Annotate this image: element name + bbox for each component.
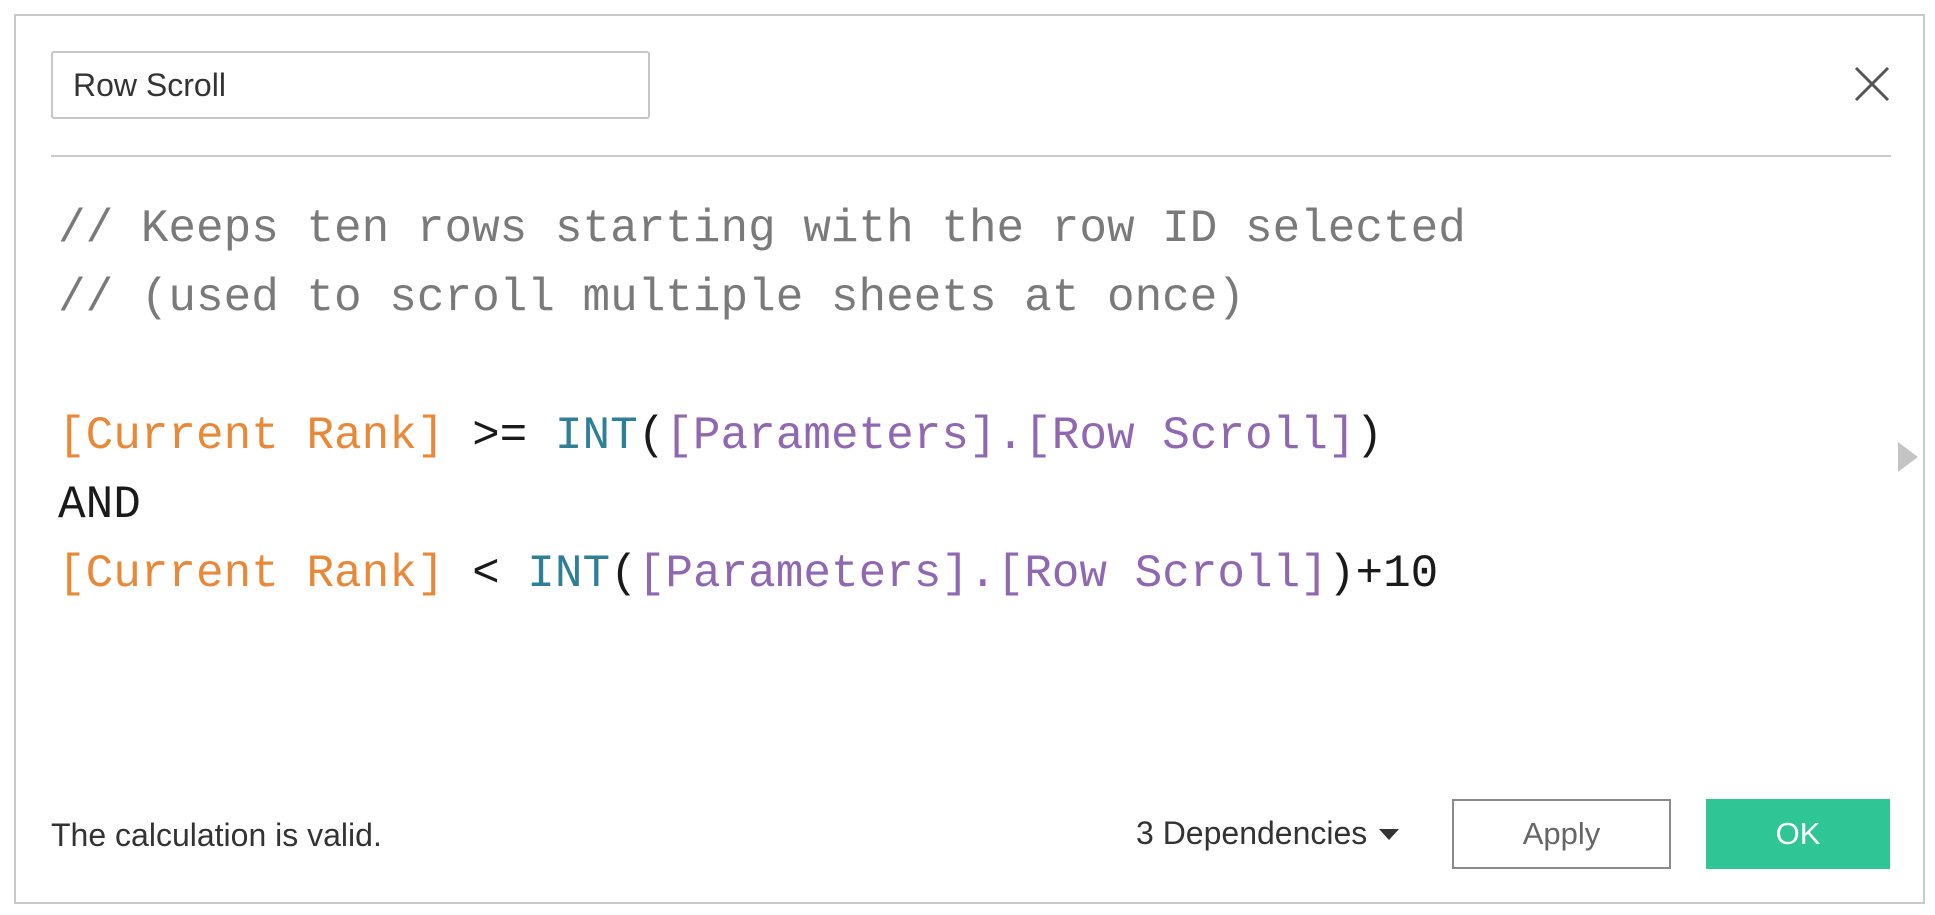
triangle-right-icon[interactable] — [1898, 442, 1918, 472]
code-token-comment: // Keeps ten rows starting with the row … — [58, 203, 1466, 255]
close-button[interactable] — [1850, 62, 1894, 106]
code-token-param: [Parameters].[Row Scroll] — [665, 410, 1356, 462]
code-token-param: [Parameters].[Row Scroll] — [637, 548, 1328, 600]
formula-editor[interactable]: // Keeps ten rows starting with the row … — [58, 195, 1838, 755]
code-token-plain: ( — [610, 548, 638, 600]
code-line: [Current Rank] >= INT([Parameters].[Row … — [58, 402, 1838, 471]
dependencies-dropdown[interactable]: 3 Dependencies — [1136, 813, 1400, 853]
code-token-field: [Current Rank] — [58, 410, 445, 462]
code-token-plain: ) — [1355, 410, 1384, 462]
code-line: [Current Rank] < INT([Parameters].[Row S… — [58, 540, 1838, 609]
code-line: AND — [58, 471, 1838, 540]
code-token-plain: AND — [58, 479, 141, 531]
code-line — [58, 333, 1838, 402]
code-token-func: INT — [527, 548, 611, 600]
caret-down-icon — [1379, 828, 1400, 840]
code-line: // (used to scroll multiple sheets at on… — [58, 264, 1838, 333]
code-token-plain: >= — [444, 410, 555, 462]
header-divider — [51, 155, 1891, 157]
calculation-dialog — [14, 14, 1925, 904]
calculation-name-input[interactable] — [51, 51, 650, 119]
dependencies-label: 3 Dependencies — [1136, 815, 1368, 851]
code-token-func: INT — [554, 410, 638, 462]
code-token-plain: < — [444, 548, 528, 600]
validation-status: The calculation is valid. — [51, 817, 382, 853]
ok-button[interactable]: OK — [1706, 799, 1890, 869]
code-token-plain: ( — [637, 410, 666, 462]
code-token-comment: // (used to scroll multiple sheets at on… — [58, 272, 1245, 324]
code-line: // Keeps ten rows starting with the row … — [58, 195, 1838, 264]
close-icon — [1854, 66, 1890, 102]
code-token-field: [Current Rank] — [58, 548, 445, 600]
code-token-plain: )+10 — [1327, 548, 1439, 600]
apply-button[interactable]: Apply — [1452, 799, 1671, 869]
